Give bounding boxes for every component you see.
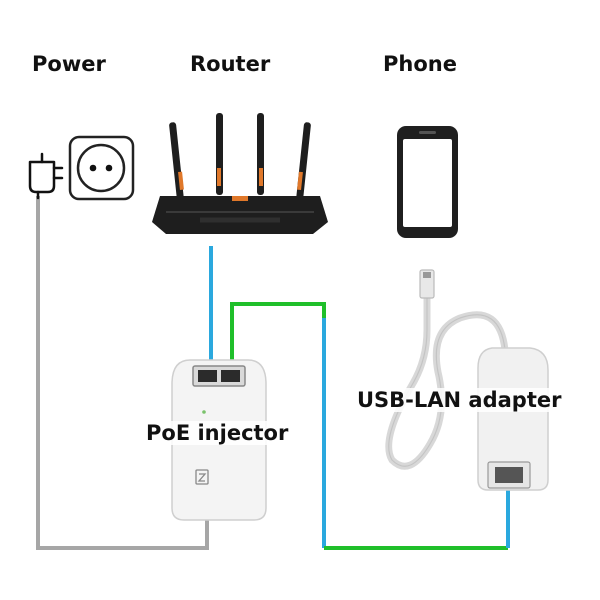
- router-label: Router: [190, 52, 271, 76]
- wall-socket-icon: [68, 135, 135, 201]
- power-cable: [36, 196, 209, 550]
- poe-injector-label: PoE injector: [144, 421, 291, 445]
- poe-output-cable-green: [230, 302, 326, 362]
- cables: [36, 196, 510, 550]
- phone-label: Phone: [383, 52, 457, 76]
- router-icon: [152, 113, 328, 234]
- power-label: Power: [32, 52, 106, 76]
- usb-lan-adapter-label: USB-LAN adapter: [355, 388, 564, 412]
- power-plug-icon: [28, 152, 64, 200]
- smartphone-icon: [397, 126, 458, 238]
- usb-lan-adapter-icon: [385, 269, 549, 491]
